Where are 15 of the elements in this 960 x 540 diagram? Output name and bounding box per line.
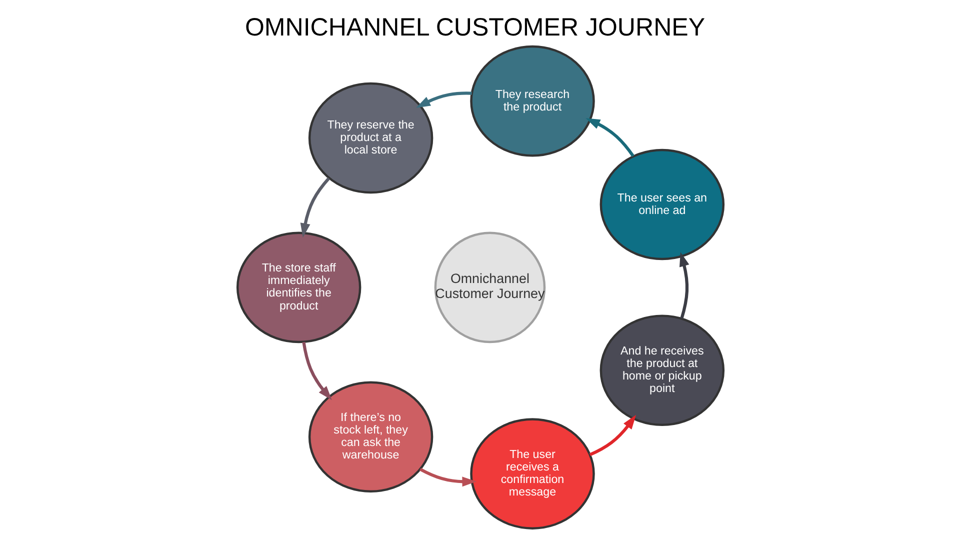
node-ellipse: The user receives a confirmation message — [470, 418, 594, 530]
node-ellipse: If there’s no stock left, they can ask the warehouse — [308, 381, 433, 493]
arrow — [302, 342, 332, 400]
arrow — [585, 118, 634, 158]
node-ellipse: The store staff immediately identifies the product — [236, 232, 361, 344]
node-circle: Omnichannel Customer Journey — [434, 232, 546, 344]
diagram-title: OMNICHANNEL CUSTOMER JOURNEY — [244, 13, 705, 42]
arrow — [300, 177, 330, 238]
node-ellipse: And he receives the product at home or pickup point — [599, 314, 724, 426]
arrow — [588, 414, 636, 456]
node-ellipse: They research the product — [470, 45, 594, 157]
arrow — [416, 92, 472, 108]
node-ellipse: The user sees an online ad — [599, 148, 724, 260]
arrow — [419, 468, 476, 487]
arrow — [678, 252, 689, 319]
